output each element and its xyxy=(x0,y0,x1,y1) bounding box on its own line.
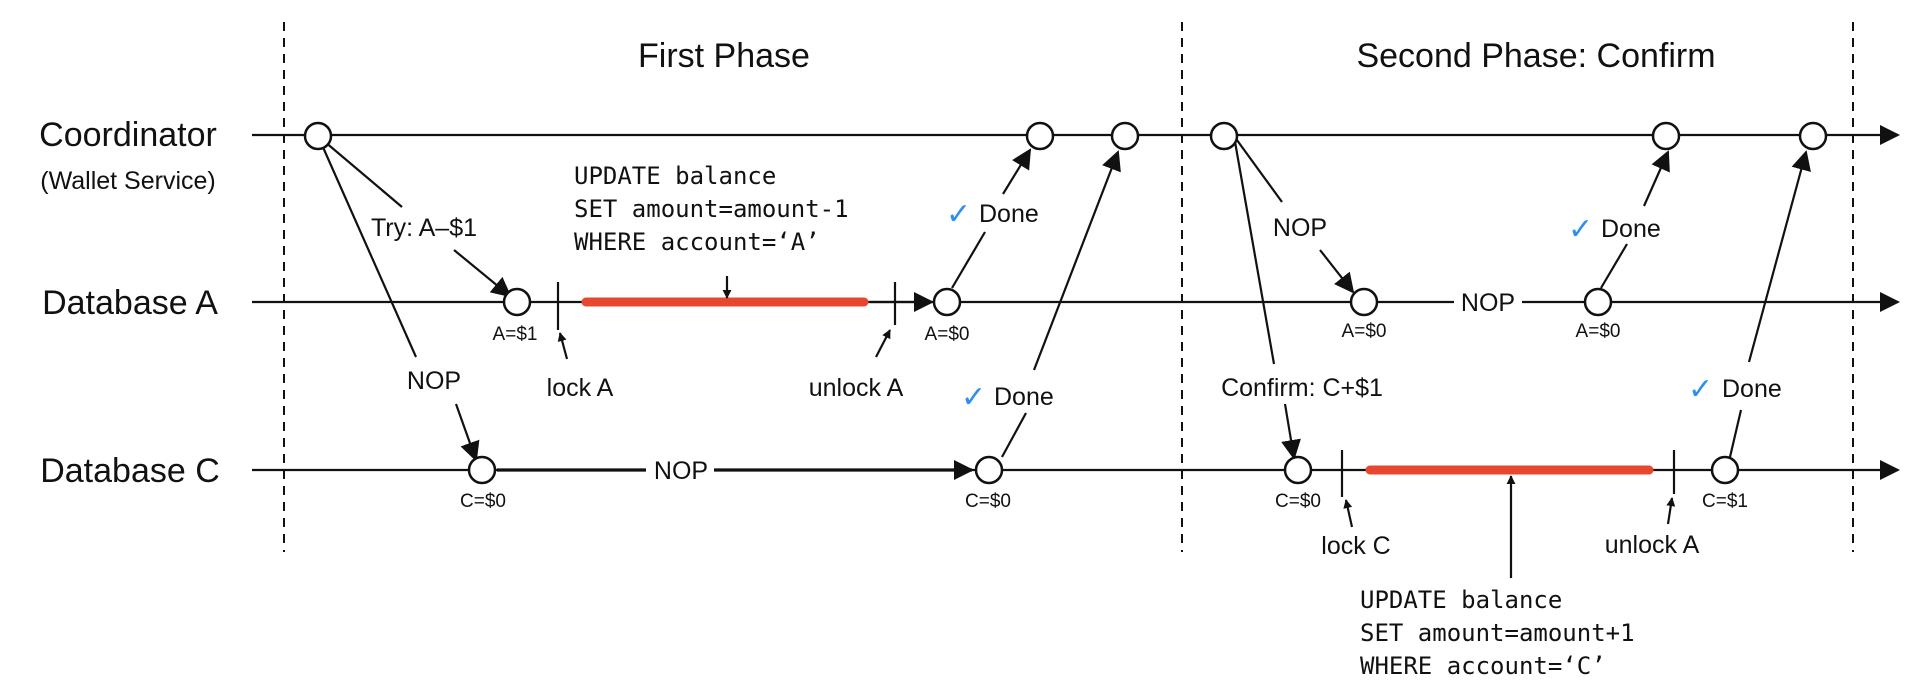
check-done-a-second: ✓ xyxy=(1568,213,1593,246)
state-c-first-start: C=$0 xyxy=(460,491,506,512)
node-c-second-end xyxy=(1710,455,1740,485)
arrow-done-c-first-segment-2 xyxy=(1032,150,1121,371)
sql-second-line-1: UPDATE balance xyxy=(1360,586,1562,614)
arrow-try-segment-1 xyxy=(317,135,403,208)
pointer-unlock-c xyxy=(1666,497,1676,525)
pointer-lock-c xyxy=(1343,499,1354,528)
arrow-done-c-first-segment-1 xyxy=(1001,412,1027,458)
message-done-a-first: Done xyxy=(979,200,1039,228)
arrow-try-segment-2 xyxy=(453,249,512,298)
message-done-c-second: Done xyxy=(1722,375,1782,403)
pointer-lock-a xyxy=(557,332,569,360)
node-coordinator-done-a-second xyxy=(1651,121,1681,151)
sql-second-line-2: SET amount=amount+1 xyxy=(1360,619,1635,647)
state-a-second-start: A=$0 xyxy=(1342,321,1387,342)
sql-first-line-3: WHERE account=‘A’ xyxy=(574,228,820,256)
label-unlock-c: unlock A xyxy=(1605,531,1700,559)
node-c-first-start xyxy=(467,455,497,485)
label-unlock-a: unlock A xyxy=(809,374,904,402)
arrow-done-a-first-segment-1 xyxy=(951,231,986,289)
node-a-first-start xyxy=(502,287,532,317)
arrow-confirm-segment-1 xyxy=(1232,135,1276,365)
second-phase-title: Second Phase: Confirm xyxy=(1356,37,1715,75)
message-nop-c-line: NOP xyxy=(654,457,708,485)
arrow-nop-c-segment-1 xyxy=(316,135,418,358)
arrow-done-a-second-segment-2 xyxy=(1642,150,1670,207)
sql-first-line-2: SET amount=amount-1 xyxy=(574,195,849,223)
node-a-second-end xyxy=(1583,287,1613,317)
node-a-second-start xyxy=(1349,287,1379,317)
sql-first-line-1: UPDATE balance xyxy=(574,162,776,190)
nop-a-label-bg xyxy=(1454,286,1522,318)
node-coordinator-done-c-second xyxy=(1798,121,1828,151)
check-done-c-second: ✓ xyxy=(1688,373,1713,406)
arrow-nop-a-second-segment-1 xyxy=(1233,135,1283,203)
state-a-first-end: A=$0 xyxy=(925,324,970,345)
node-a-first-end xyxy=(932,287,962,317)
check-done-a-first: ✓ xyxy=(946,198,971,231)
message-nop-a-second: NOP xyxy=(1273,214,1327,242)
message-nop-c: NOP xyxy=(407,367,461,395)
first-phase-title: First Phase xyxy=(638,37,810,75)
check-done-c-first: ✓ xyxy=(961,381,986,414)
message-try: Try: A–$1 xyxy=(371,214,477,242)
lane-label-coordinator: Coordinator xyxy=(39,116,217,154)
node-coordinator-done-a-first xyxy=(1025,121,1055,151)
pointer-unlock-a xyxy=(875,329,891,358)
message-done-a-second: Done xyxy=(1601,215,1661,243)
state-c-second-start: C=$0 xyxy=(1275,491,1321,512)
state-a-first-start: A=$1 xyxy=(493,324,538,345)
node-c-first-end xyxy=(974,455,1004,485)
lane-sublabel-wallet-service: (Wallet Service) xyxy=(40,167,216,195)
lane-label-database-a: Database A xyxy=(42,284,218,322)
message-nop-a-line: NOP xyxy=(1461,289,1515,317)
node-coordinator-start-second xyxy=(1209,121,1239,151)
node-coordinator-done-c-first xyxy=(1110,121,1140,151)
state-a-second-end: A=$0 xyxy=(1576,321,1621,342)
message-done-c-first: Done xyxy=(994,383,1054,411)
message-confirm: Confirm: C+$1 xyxy=(1221,374,1383,402)
arrow-nop-a-second-segment-2 xyxy=(1319,249,1355,294)
arrow-done-a-first-segment-2 xyxy=(1002,148,1032,195)
state-c-first-end: C=$0 xyxy=(965,491,1011,512)
label-lock-c: lock C xyxy=(1321,532,1390,560)
label-lock-a: lock A xyxy=(547,374,614,402)
state-c-second-end: C=$1 xyxy=(1702,491,1748,512)
node-coordinator-start-first xyxy=(303,121,333,151)
node-c-second-start xyxy=(1283,455,1313,485)
arrow-confirm-segment-2 xyxy=(1281,403,1301,460)
nop-c-label-bg xyxy=(646,454,714,486)
arrow-done-c-second-segment-1 xyxy=(1728,409,1743,458)
arrow-done-c-second-segment-2 xyxy=(1747,150,1811,363)
arrow-nop-c-segment-2 xyxy=(454,403,480,462)
arrow-done-a-second-segment-1 xyxy=(1600,243,1628,289)
lane-label-database-c: Database C xyxy=(40,452,220,490)
sql-second-line-3: WHERE account=‘C’ xyxy=(1360,652,1606,680)
